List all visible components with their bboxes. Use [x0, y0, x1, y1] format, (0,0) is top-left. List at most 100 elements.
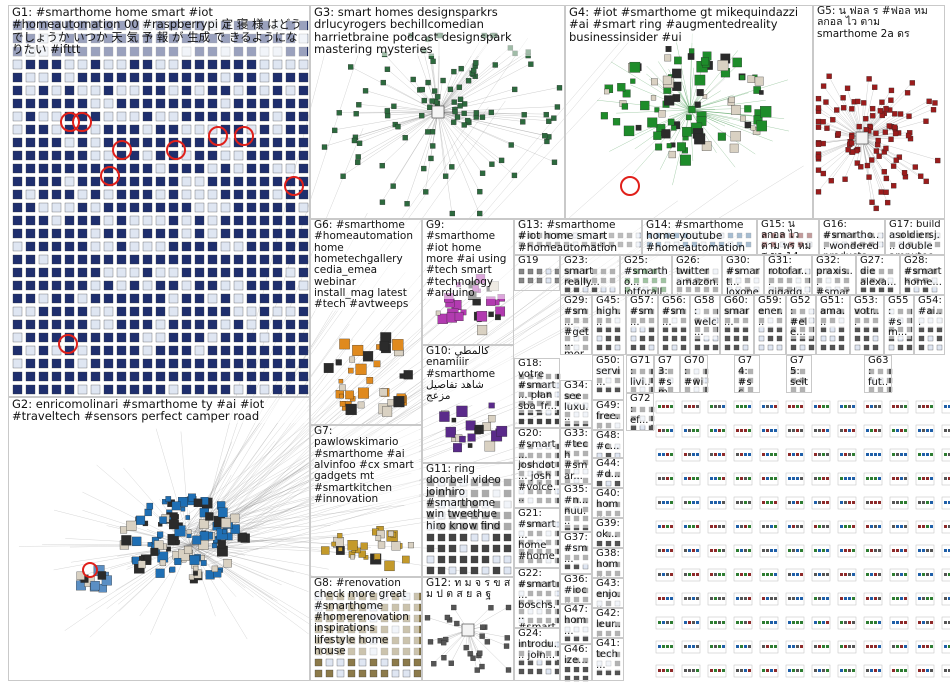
cluster-label: G26: twitter amazon...	[676, 256, 719, 294]
cluster-g71: G71: livi...	[626, 355, 654, 393]
node	[840, 669, 843, 672]
node	[718, 477, 721, 480]
cluster-label: G24: introdu... join...	[518, 628, 557, 662]
node	[870, 501, 873, 504]
node	[866, 501, 869, 504]
node	[696, 405, 699, 408]
node	[12, 280, 23, 291]
node	[814, 429, 817, 432]
node	[866, 621, 869, 624]
node	[926, 669, 929, 672]
node	[298, 241, 309, 252]
node	[736, 597, 739, 600]
node	[77, 72, 88, 83]
node	[684, 429, 687, 432]
node	[822, 453, 825, 456]
node	[194, 345, 205, 356]
node	[710, 501, 713, 504]
node	[220, 98, 231, 109]
cluster-label: G35: #n... nuu...	[564, 484, 589, 529]
node	[220, 241, 231, 252]
edge	[425, 111, 439, 192]
edge	[180, 431, 191, 546]
node	[710, 597, 713, 600]
node	[285, 228, 296, 239]
node	[51, 293, 62, 304]
node	[77, 98, 88, 109]
node	[25, 280, 36, 291]
node	[818, 645, 821, 648]
node	[142, 163, 153, 174]
cluster-g53: G53: votr...	[850, 295, 884, 355]
node	[848, 477, 851, 480]
node	[90, 111, 101, 122]
cluster-label: G22: #smart... boschs... #smart...	[518, 569, 557, 627]
node	[822, 405, 825, 408]
cluster-g49: G49: free...	[592, 400, 624, 430]
cluster-label: G13: #smarthome #iot home smart #homeaut…	[518, 220, 639, 254]
node	[207, 215, 218, 226]
edge	[678, 94, 691, 111]
node	[766, 453, 769, 456]
cluster-g1: G1: #smarthome home smart #iot #homeauto…	[8, 5, 310, 397]
node	[878, 453, 881, 456]
node	[770, 525, 773, 528]
edge	[616, 109, 691, 114]
node	[51, 202, 62, 213]
node	[220, 72, 231, 83]
node	[129, 332, 140, 343]
node	[826, 621, 829, 624]
node	[692, 621, 695, 624]
edge	[437, 69, 474, 113]
node	[814, 477, 817, 480]
edge	[145, 504, 191, 546]
cluster-label: G28: #smart home...	[904, 255, 942, 289]
node	[77, 176, 88, 187]
cluster-g8: G8: #renovation check more great #smarth…	[310, 577, 422, 681]
cluster-g4: G4: #iot #smarthome gt mikequindazzi #ai…	[565, 5, 813, 219]
node	[736, 573, 739, 576]
node	[207, 111, 218, 122]
node	[207, 150, 218, 161]
node	[246, 189, 257, 200]
node	[25, 111, 36, 122]
node	[814, 597, 817, 600]
node	[722, 429, 725, 432]
node	[90, 280, 101, 291]
cluster-g38: G38: hom...	[592, 548, 624, 578]
node	[900, 525, 903, 528]
edge	[437, 65, 475, 113]
cluster-label: G58: welc...	[694, 295, 717, 340]
node	[25, 189, 36, 200]
node	[168, 85, 179, 96]
node	[38, 98, 49, 109]
cluster-g6: G6: #smarthome #homeautomation home home…	[310, 219, 422, 425]
cluster-g20: G20: #smart... joshdot... josh #voice...	[514, 428, 560, 508]
node	[930, 477, 933, 480]
edge	[861, 113, 901, 139]
node	[926, 621, 929, 624]
node	[922, 453, 925, 456]
node	[900, 669, 903, 672]
node	[892, 645, 895, 648]
node	[944, 669, 947, 672]
node	[129, 202, 140, 213]
node	[51, 189, 62, 200]
node	[918, 597, 921, 600]
node	[718, 573, 721, 576]
node	[116, 293, 127, 304]
node	[181, 189, 192, 200]
node	[207, 72, 218, 83]
node	[852, 453, 855, 456]
node	[233, 189, 244, 200]
node	[194, 241, 205, 252]
node	[922, 573, 925, 576]
node	[818, 549, 821, 552]
cluster-g28: G28: #smart home...	[900, 255, 945, 295]
edge	[175, 106, 489, 543]
node	[710, 453, 713, 456]
node	[129, 111, 140, 122]
node	[688, 525, 691, 528]
node	[762, 645, 765, 648]
node	[944, 453, 947, 456]
